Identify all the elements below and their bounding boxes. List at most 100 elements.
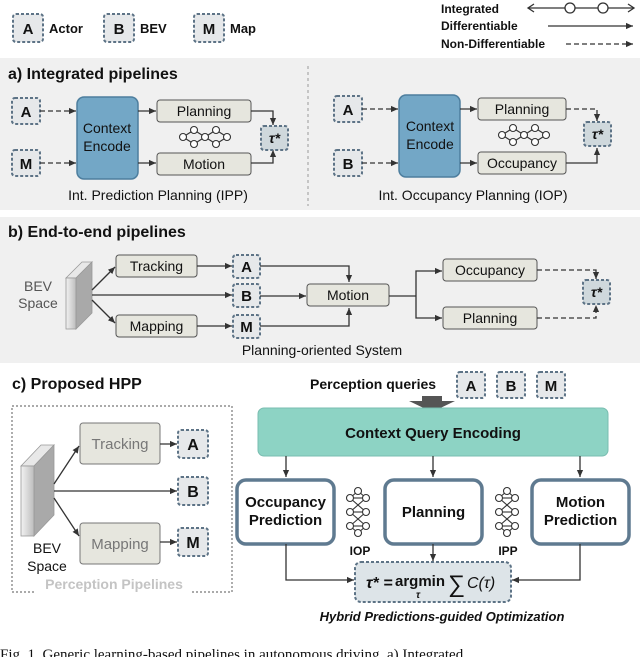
legend-differentiable-label: Differentiable	[441, 19, 518, 33]
iop-pipeline: A B Context Encode Planning Occupancy	[333, 94, 612, 203]
section-b-title: b) End-to-end pipelines	[8, 224, 186, 241]
c-perception-actor	[177, 429, 209, 459]
svg-text:A: A	[187, 437, 199, 454]
legend-actor-letter: A	[23, 21, 34, 38]
svg-text:A: A	[21, 104, 32, 121]
legend-map-letter: M	[203, 21, 216, 38]
svg-text:τ*: τ*	[591, 284, 603, 300]
ipp-motion-box	[156, 152, 252, 176]
svg-text:argmin: argmin	[395, 573, 445, 590]
ipp-output-trajectory	[260, 125, 289, 151]
svg-text:M: M	[186, 535, 199, 552]
section-proposed-hpp: c) Proposed HPP BEV Space Tracking Mappi…	[11, 371, 631, 624]
c-bev-slab	[20, 444, 55, 537]
svg-text:A: A	[241, 259, 252, 276]
ipp-integration-icon	[178, 125, 232, 149]
svg-text:B: B	[506, 378, 517, 395]
svg-text:Space: Space	[27, 558, 67, 574]
c-query-map	[536, 371, 566, 399]
svg-text:Motion: Motion	[183, 156, 225, 172]
legend-actor-box	[12, 13, 44, 43]
svg-text:Space: Space	[18, 295, 58, 311]
section-end-to-end-pipelines: b) End-to-end pipelines BEV Space Tracki…	[0, 217, 640, 363]
svg-text:Occupancy: Occupancy	[487, 155, 557, 171]
svg-text:M: M	[20, 156, 33, 173]
svg-text:Context: Context	[83, 120, 131, 136]
section-c-title: c) Proposed HPP	[12, 376, 142, 393]
svg-text:M: M	[240, 319, 253, 336]
svg-text:B: B	[343, 156, 354, 173]
c-objective-box	[354, 561, 512, 603]
pipeline-diagram: A Actor B BEV M Map Integrated Different…	[0, 2, 640, 624]
figure-caption: Fig. 1. Generic learning-based pipelines…	[0, 647, 464, 657]
svg-text:Tracking: Tracking	[130, 258, 183, 274]
c-iop-label: IOP	[350, 544, 371, 558]
c-perception-bev	[177, 476, 209, 506]
svg-text:Motion: Motion	[327, 287, 369, 303]
b-query-map	[232, 314, 261, 339]
svg-text:Motion: Motion	[556, 494, 605, 511]
svg-text:Encode: Encode	[406, 136, 454, 152]
b-output-trajectory	[582, 279, 611, 305]
c-query-bev	[496, 371, 526, 399]
ipp-pipeline: A M Context Encode Planning Motion	[11, 96, 289, 203]
legend-integrated-label: Integrated	[441, 2, 499, 16]
c-query-actor	[456, 371, 486, 399]
legend-bev-box	[103, 13, 135, 43]
b-query-actor	[232, 254, 261, 279]
svg-text:τ*: τ*	[269, 130, 281, 146]
svg-text:Occupancy: Occupancy	[245, 494, 327, 511]
c-perception-map	[177, 527, 209, 557]
legend-bev-label: BEV	[140, 21, 167, 36]
svg-text:BEV: BEV	[33, 540, 62, 556]
iop-caption: Int. Occupancy Planning (IOP)	[378, 187, 567, 203]
c-iop-network-icon	[345, 486, 371, 538]
svg-text:Prediction: Prediction	[249, 512, 322, 529]
svg-text:Tracking: Tracking	[92, 436, 149, 453]
svg-text:Mapping: Mapping	[130, 318, 184, 334]
svg-text:Planning: Planning	[177, 103, 232, 119]
b-caption: Planning-oriented System	[242, 342, 402, 358]
svg-text:A: A	[466, 378, 477, 395]
c-ipp-label: IPP	[498, 544, 517, 558]
svg-text:Context: Context	[406, 118, 454, 134]
b-bev-slab	[65, 261, 93, 330]
ipp-caption: Int. Prediction Planning (IPP)	[68, 187, 248, 203]
svg-text:Occupancy: Occupancy	[455, 262, 525, 278]
b-query-bev	[232, 283, 261, 308]
svg-text:M: M	[545, 378, 558, 395]
svg-text:∑: ∑	[448, 571, 465, 598]
b-motion-box	[306, 283, 390, 307]
svg-text:Prediction: Prediction	[544, 512, 617, 529]
legend-non-differentiable-label: Non-Differentiable	[441, 37, 545, 51]
svg-text:Planning: Planning	[463, 310, 518, 326]
svg-text:C(τ): C(τ)	[467, 575, 495, 592]
c-mapping-box	[79, 522, 161, 565]
legend: A Actor B BEV M Map Integrated Different…	[12, 2, 636, 51]
legend-bev-letter: B	[114, 21, 125, 38]
svg-text:Planning: Planning	[495, 101, 550, 117]
c-ipp-network-icon	[494, 486, 520, 538]
c-optimization-caption: Hybrid Predictions-guided Optimization	[320, 609, 565, 624]
svg-text:Mapping: Mapping	[91, 536, 149, 553]
c-queries-label: Perception queries	[310, 376, 436, 392]
section-a-title: a) Integrated pipelines	[8, 66, 178, 83]
section-integrated-pipelines: a) Integrated pipelines A M Context Enco…	[0, 58, 640, 210]
iop-integration-icon	[497, 123, 551, 147]
svg-text:B: B	[241, 288, 252, 305]
svg-text:BEV: BEV	[24, 278, 53, 294]
svg-text:τ* =: τ* =	[366, 575, 393, 592]
iop-output-trajectory	[583, 121, 612, 147]
svg-text:A: A	[343, 102, 354, 119]
c-queries-arrow	[409, 396, 455, 412]
svg-text:Encode: Encode	[83, 138, 131, 154]
svg-text:Planning: Planning	[402, 504, 465, 521]
svg-text:Context Query Encoding: Context Query Encoding	[345, 425, 521, 442]
legend-map-box	[193, 13, 225, 43]
svg-text:B: B	[187, 484, 199, 501]
iop-context-encoder	[398, 94, 461, 178]
ipp-context-encoder	[76, 96, 139, 180]
c-perception-pipelines-label: Perception Pipelines	[45, 576, 183, 592]
legend-actor-label: Actor	[49, 21, 83, 36]
legend-map-label: Map	[230, 21, 256, 36]
